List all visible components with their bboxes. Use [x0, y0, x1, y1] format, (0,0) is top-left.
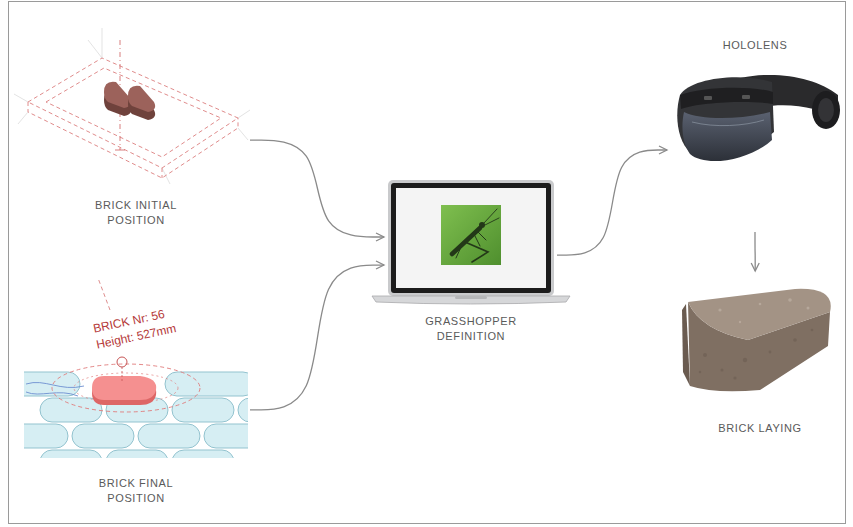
node-caption: BRICK LAYING: [718, 421, 801, 436]
brick-photo: [682, 289, 831, 391]
node-caption: HOLOLENS: [723, 38, 788, 53]
illustration-node: BRICK FINAL POSITION: [22, 250, 250, 512]
initial-position-drawing: [14, 28, 250, 184]
flow-arrow: [754, 232, 756, 271]
node-caption: GRASSHOPPER DEFINITION: [416, 314, 526, 344]
flow-arrow: [250, 140, 384, 237]
hololens-headset: [677, 75, 840, 161]
laptop-icon: [372, 180, 570, 304]
software-node: GRASSHOPPER DEFINITION: [385, 178, 557, 350]
final-position-drawing: [6, 278, 300, 474]
node-caption: BRICK FINAL POSITION: [86, 476, 186, 506]
flow-arrow: [250, 265, 384, 410]
flow-arrow: [557, 150, 667, 255]
illustration-node: BRICK INITIAL POSITION: [22, 22, 250, 234]
output-node: BRICK LAYING: [680, 272, 840, 442]
device-node: HOLOLENS: [668, 32, 842, 232]
frame: [9, 2, 846, 524]
node-caption: BRICK INITIAL POSITION: [86, 198, 186, 228]
